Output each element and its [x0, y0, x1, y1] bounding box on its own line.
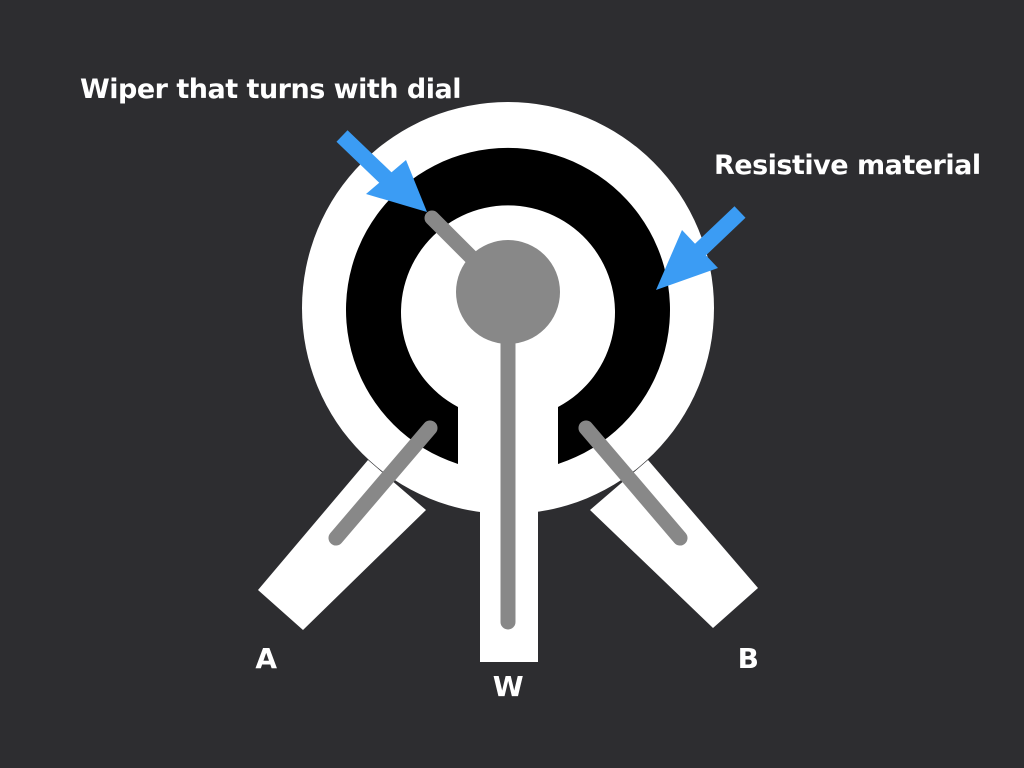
arrow-down-left-icon — [656, 206, 746, 290]
wiper-callout-label: Wiper that turns with dial — [80, 74, 461, 105]
terminal-b-label: B — [737, 642, 759, 675]
terminal-w-label: W — [492, 670, 524, 703]
terminal-a-label: A — [255, 642, 277, 675]
terminal-b-leg — [590, 460, 758, 628]
wiper-arm — [424, 210, 484, 270]
wiper-hub — [456, 240, 560, 344]
terminal-a-lead — [328, 420, 438, 546]
resistive-callout-label: Resistive material — [714, 150, 981, 181]
terminal-a-leg — [258, 460, 426, 630]
terminal-b-lead — [578, 420, 688, 546]
resistive-track — [346, 147, 670, 465]
arrow-down-right-icon — [336, 130, 427, 212]
